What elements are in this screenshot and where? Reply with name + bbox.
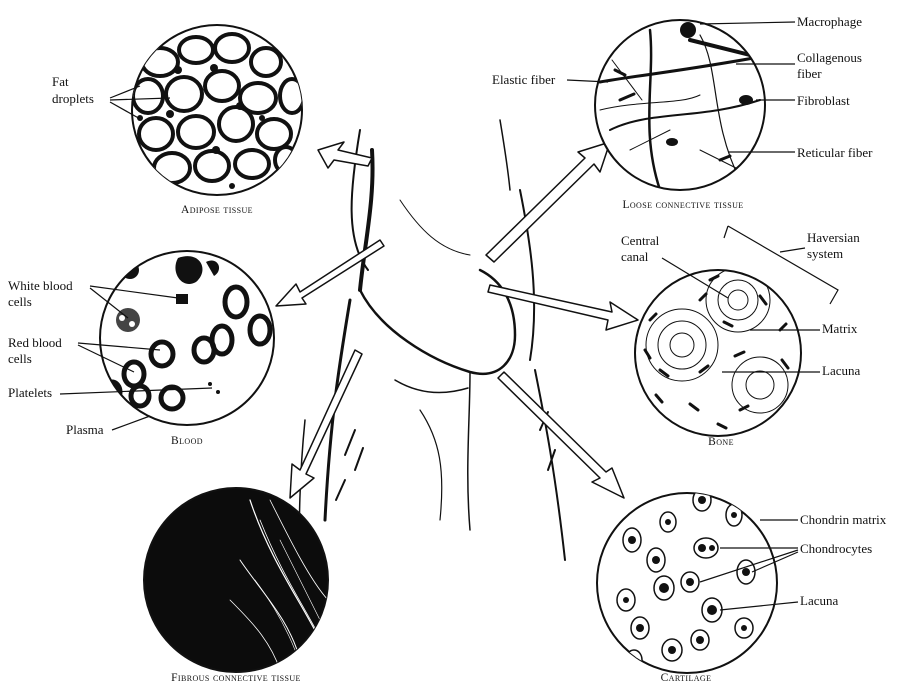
arrow-to-cartilage [498, 372, 624, 498]
blood-micrograph [100, 251, 274, 440]
red-blood-cells-label-1: Red blood [8, 335, 62, 350]
loose-connective-tissue-micrograph [595, 20, 770, 190]
fat-droplets-label-1: Fat [52, 74, 69, 89]
arrow-to-fibrous [290, 350, 362, 498]
collagenous-fiber-label-1: Collagenous [797, 50, 862, 65]
arrow-to-loose [486, 142, 610, 262]
cartilage-caption: Cartilage [661, 672, 712, 684]
plasma-label: Plasma [66, 422, 104, 437]
fat-droplets-label-2: droplets [52, 91, 94, 106]
bone-lacuna-label: Lacuna [822, 363, 860, 378]
bone-caption: Bone [708, 436, 734, 448]
red-blood-cells-label-2: cells [8, 351, 32, 366]
white-blood-cells-label-2: cells [8, 294, 32, 309]
cartilage-lacuna-label: Lacuna [800, 593, 838, 608]
haversian-system-label-2: system [807, 246, 843, 261]
cartilage-micrograph [597, 489, 777, 673]
central-canal-label-1: Central [621, 233, 660, 248]
central-canal-label-2: canal [621, 249, 649, 264]
white-blood-cells-label-1: White blood [8, 278, 73, 293]
arrow-to-adipose [318, 142, 372, 168]
elastic-fiber-label: Elastic fiber [492, 72, 556, 87]
macrophage-label: Macrophage [797, 14, 862, 29]
bone-micrograph [635, 268, 801, 436]
adipose-tissue-caption: Adipose tissue [181, 204, 253, 216]
haversian-system-label-1: Haversian [807, 230, 860, 245]
adipose-tissue-micrograph [132, 25, 304, 195]
collagenous-fiber-label-2: fiber [797, 66, 822, 81]
fibrous-connective-tissue-caption: Fibrous connective tissue [171, 672, 301, 684]
fibroblast-label: Fibroblast [797, 93, 850, 108]
knee-joint-sketch [299, 120, 565, 600]
platelets-label: Platelets [8, 385, 52, 400]
reticular-fiber-label: Reticular fiber [797, 145, 873, 160]
fibrous-connective-tissue-micrograph [144, 488, 328, 672]
matrix-label: Matrix [822, 321, 858, 336]
chondrocytes-label: Chondrocytes [800, 541, 872, 556]
blood-caption: Blood [171, 435, 203, 447]
arrow-to-blood [276, 240, 384, 306]
loose-connective-tissue-caption: Loose connective tissue [622, 199, 743, 211]
chondrin-matrix-label: Chondrin matrix [800, 512, 887, 527]
